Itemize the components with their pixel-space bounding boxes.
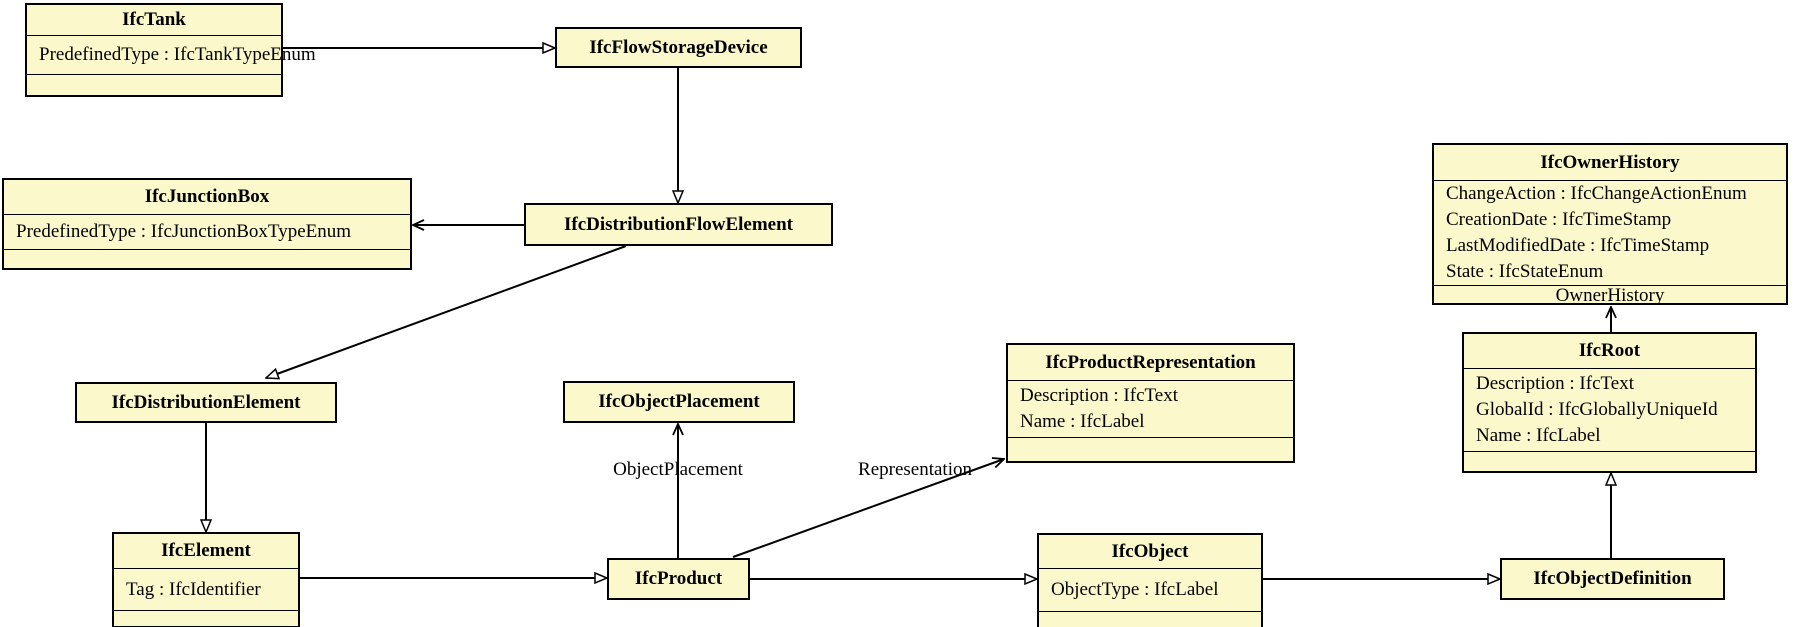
class-attributes: ObjectType : IfcLabel bbox=[1039, 568, 1261, 611]
class-box-ifcdistributionflowelement: IfcDistributionFlowElement bbox=[524, 203, 833, 246]
attribute: Name : IfcLabel bbox=[1476, 425, 1601, 446]
class-box-ifcroot: IfcRoot Description : IfcText GlobalId :… bbox=[1462, 332, 1757, 473]
class-title: IfcProduct bbox=[634, 568, 723, 589]
class-attributes: ChangeAction : IfcChangeActionEnum Creat… bbox=[1434, 180, 1786, 285]
attribute: Description : IfcText bbox=[1476, 373, 1635, 394]
class-empty-compartment bbox=[1039, 610, 1261, 627]
attribute: Description : IfcText bbox=[1020, 385, 1179, 406]
class-box-ifctank: IfcTank PredefinedType : IfcTankTypeEnum bbox=[25, 3, 316, 97]
attribute: State : IfcStateEnum bbox=[1446, 261, 1604, 282]
class-attributes: PredefinedType : IfcJunctionBoxTypeEnum bbox=[4, 214, 410, 249]
class-title: IfcObjectPlacement bbox=[598, 391, 760, 412]
attribute: Name : IfcLabel bbox=[1020, 411, 1145, 432]
class-box-ifcownerhistory: IfcOwnerHistory ChangeAction : IfcChange… bbox=[1432, 143, 1788, 307]
class-empty-compartment bbox=[1008, 437, 1293, 461]
class-box-ifcobjectdefinition: IfcObjectDefinition bbox=[1500, 558, 1725, 600]
class-attributes: Tag : IfcIdentifier bbox=[114, 568, 298, 610]
class-box-ifcflowstoragedevice: IfcFlowStorageDevice bbox=[555, 27, 802, 68]
class-title: IfcRoot bbox=[1578, 340, 1641, 361]
class-title: IfcObject bbox=[1111, 540, 1189, 562]
class-box-ifcobjectplacement: IfcObjectPlacement bbox=[563, 381, 795, 423]
class-empty-compartment bbox=[114, 610, 298, 626]
edge-label-representation: Representation bbox=[858, 459, 972, 480]
class-title: IfcFlowStorageDevice bbox=[589, 36, 768, 58]
attribute: Tag : IfcIdentifier bbox=[126, 578, 261, 600]
class-empty-compartment bbox=[1464, 451, 1755, 471]
class-box-ifcjunctionbox: IfcJunctionBox PredefinedType : IfcJunct… bbox=[2, 178, 412, 270]
class-empty-compartment bbox=[27, 74, 281, 95]
class-box-ifcdistributionelement: IfcDistributionElement bbox=[75, 382, 337, 423]
attribute: LastModifiedDate : IfcTimeStamp bbox=[1446, 235, 1710, 256]
class-box-ifcelement: IfcElement Tag : IfcIdentifier bbox=[112, 532, 300, 627]
class-box-ifcproductrepresentation: IfcProductRepresentation Description : I… bbox=[1006, 343, 1295, 463]
class-title: IfcTank bbox=[122, 9, 186, 30]
association-role-label: OwnerHistory bbox=[1434, 285, 1786, 307]
attribute: ObjectType : IfcLabel bbox=[1051, 578, 1219, 600]
class-title: IfcJunctionBox bbox=[144, 186, 270, 207]
edge-label-objectplacement: ObjectPlacement bbox=[613, 459, 743, 480]
class-title: IfcObjectDefinition bbox=[1533, 568, 1692, 589]
class-title: IfcDistributionElement bbox=[111, 391, 301, 413]
class-box-ifcobject: IfcObject ObjectType : IfcLabel bbox=[1037, 533, 1263, 627]
attribute: PredefinedType : IfcTankTypeEnum bbox=[39, 44, 316, 65]
attribute: GlobalId : IfcGloballyUniqueId bbox=[1476, 399, 1718, 420]
edge-ifcdistributionflowelement-to-ifcdistributionelement bbox=[266, 245, 627, 378]
class-title: IfcDistributionFlowElement bbox=[563, 213, 794, 235]
class-attributes: Description : IfcText Name : IfcLabel bbox=[1008, 380, 1293, 437]
class-title: IfcElement bbox=[161, 540, 251, 561]
class-empty-compartment bbox=[4, 249, 410, 268]
edge-ifcproduct-to-ifcproductrepresentation bbox=[732, 459, 1004, 558]
class-attributes: PredefinedType : IfcTankTypeEnum bbox=[27, 35, 316, 74]
class-title: IfcProductRepresentation bbox=[1045, 351, 1256, 373]
class-attributes: Description : IfcText GlobalId : IfcGlob… bbox=[1464, 368, 1755, 451]
attribute: CreationDate : IfcTimeStamp bbox=[1446, 209, 1672, 230]
attribute: PredefinedType : IfcJunctionBoxTypeEnum bbox=[16, 221, 352, 242]
class-box-ifcproduct: IfcProduct bbox=[607, 558, 750, 600]
attribute: ChangeAction : IfcChangeActionEnum bbox=[1446, 183, 1747, 204]
class-title: IfcOwnerHistory bbox=[1540, 151, 1680, 173]
